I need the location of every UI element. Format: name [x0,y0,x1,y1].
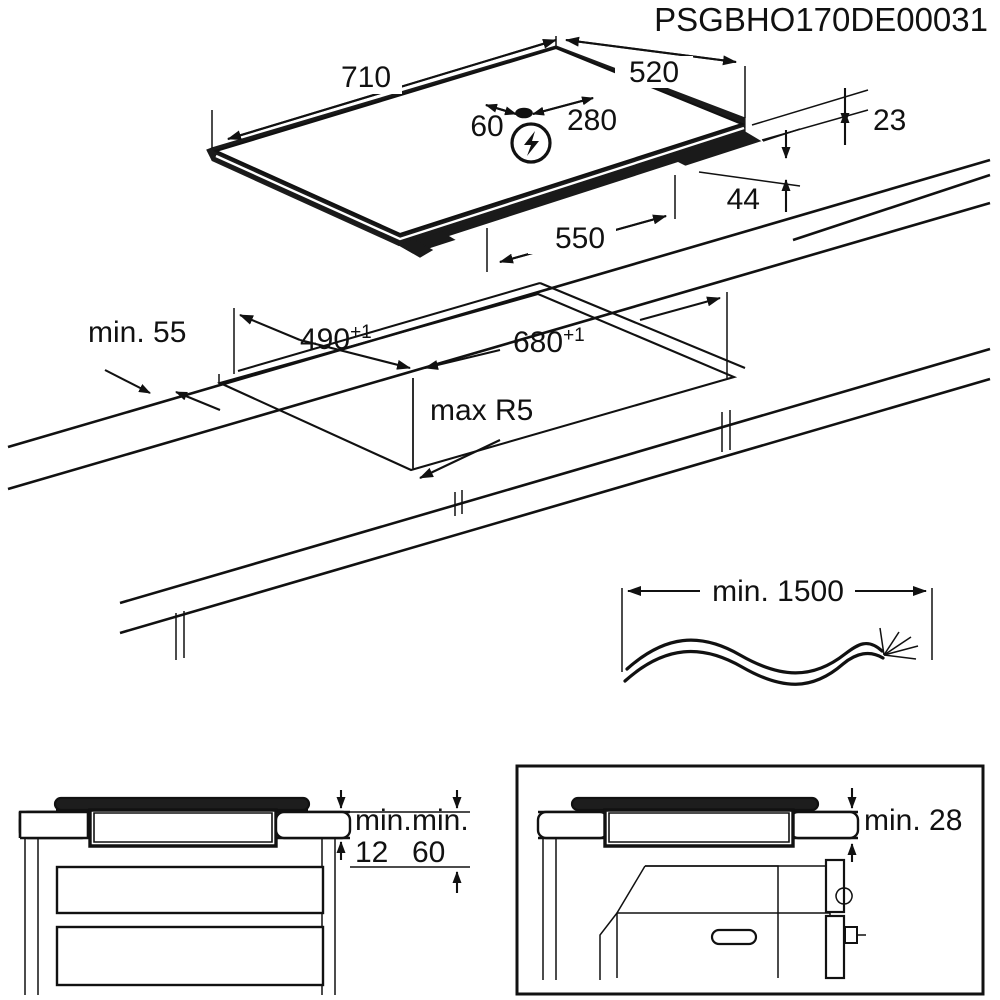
dimension-label-min-55: min. 55 [88,316,186,349]
dimension-label-550: 550 [555,222,605,255]
dimension-label-490: 490+1 [300,322,372,356]
worktop-front-edge [7,201,991,491]
dimension-label-680: 680+1 [513,325,585,359]
hob-isometric-view: 710 710 520 60 [206,36,991,272]
dimension-label-520: 520 [629,56,679,89]
worktop-top-edge [7,158,991,449]
dimension-label-60: 60 [470,110,503,143]
worktop-lower-edge-b [119,377,991,635]
dimension-520 [565,36,746,118]
supply-cable-view: min. 1500 [621,575,933,686]
dimension-680 [424,292,728,378]
dimension-label-max-r5: max R5 [430,394,533,427]
drawer-front-lower [55,925,325,987]
oven-body-right [645,865,779,978]
hob-body [206,45,762,258]
cable-wire-ends [879,627,919,660]
dimension-label-min-28: min. 28 [864,804,962,837]
oven-worktop-left-slab [536,810,610,840]
worktop-cutout-view: min. 55 490+1 680+1 max R5 [7,158,991,660]
cable-outline-upper [625,638,884,675]
oven-handle-slot [710,928,758,946]
oven-body-slope [616,865,646,978]
worktop-right-slab [274,810,352,840]
electrical-connection-group [485,96,594,164]
hob-body-recess-inner [93,812,273,843]
oven-screw-head [844,926,858,944]
dimension-23 [751,88,869,145]
oven-door-edge [599,912,618,980]
oven-bracket-hole [835,887,853,905]
oven-bracket-lower [824,914,846,980]
oven-worktop-right-slab [788,810,860,840]
dimension-label-23: 23 [873,104,906,137]
dimension-max-r5 [412,378,501,479]
oven-section-frame [515,764,985,996]
dimension-min-55 [104,369,221,411]
oven-bracket-upper [824,858,846,914]
dimension-label-710-text: 710 [341,61,391,94]
drawing-title: PSGBHO170DE00031 [654,1,988,38]
drawer-section-view: min. 12 min. 60 [18,790,470,995]
cutout-rectangle [216,281,746,472]
oven-hob-body-recess-inner [608,812,790,843]
worktop-tick-marks [175,410,731,660]
dimension-44 [698,128,801,212]
hob-glass-bar [53,796,311,812]
dimension-label-min-12-prefix: min. [355,804,412,837]
lightning-bolt-icon [524,131,539,156]
oven-section-view: min. 28 [515,764,985,996]
dimension-label-44: 44 [727,183,760,216]
dimension-label-min-1500: min. 1500 [712,575,844,608]
drawer-front-upper [55,865,325,915]
dimension-label-min-60-value: 60 [412,836,445,869]
oven-hob-glass-bar [570,796,820,812]
connection-point-marker [515,107,533,119]
dimension-min-12 [336,790,470,860]
dimension-label-min-60-prefix: min. [412,804,469,837]
dimension-min-60 [350,790,470,893]
cable-outline-lower [623,649,885,686]
worktop-lower-edge-a [119,347,991,605]
dimension-label-min-12-value: 12 [355,836,388,869]
dimension-label-280: 280 [567,104,617,137]
worktop-edge-line-top [792,173,991,242]
